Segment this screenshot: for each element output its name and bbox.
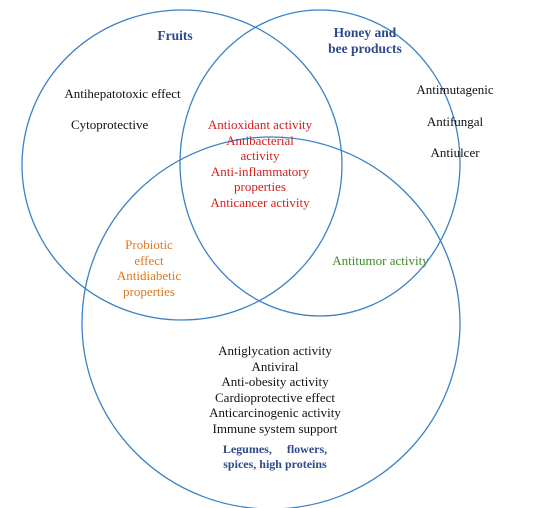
fruits-only-region: Antihepatotoxic effect Cytoprotective	[40, 86, 205, 132]
honey-only-region: Antimutagenic Antifungal Antiulcer	[400, 82, 510, 161]
honey-third-region: Antitumor activity	[332, 253, 429, 268]
region-item: Cytoprotective	[71, 116, 149, 132]
region-item: Immune system support	[212, 420, 338, 436]
region-item: Antiglycation activity	[218, 343, 332, 358]
third-only-region: Antiglycation activity Antiviral Anti-ob…	[200, 343, 350, 436]
region-item: Antifungal	[426, 113, 484, 129]
region-item: Antiulcer	[430, 145, 480, 160]
region-item: Anti-inflammatory	[210, 163, 310, 179]
region-item: Antidiabetic	[116, 268, 182, 283]
region-item: Antibacterial	[226, 132, 294, 148]
region-item: Cardioprotective effect	[215, 389, 335, 405]
third-title-line: Legumes, flowers,	[222, 442, 328, 456]
honey-circle	[179, 9, 461, 317]
region-item: properties	[234, 179, 286, 194]
region-item: activity	[240, 148, 280, 163]
all-three-region: Antioxidant activity Antibacterial activ…	[195, 117, 325, 210]
region-item: Anticancer activity	[210, 194, 310, 210]
fruits-third-region: Probiotic effect Antidiabetic properties	[100, 237, 198, 299]
honey-title-line: bee products	[328, 40, 402, 56]
honey-title-line: Honey and	[333, 25, 397, 40]
third-circle	[81, 136, 461, 508]
honey-title: Honey and bee products	[310, 25, 420, 56]
third-title: Legumes, flowers, spices, high proteins	[205, 442, 345, 472]
fruits-circle	[21, 9, 343, 321]
region-item: Antihepatotoxic effect	[64, 86, 181, 101]
region-item: Antimutagenic	[416, 82, 494, 97]
region-item: properties	[123, 283, 175, 299]
region-item: Probiotic	[125, 237, 173, 252]
region-item: Anticarcinogenic activity	[209, 405, 341, 420]
region-item: effect	[134, 252, 164, 268]
fruits-title: Fruits	[157, 28, 193, 43]
third-title-line: spices, high proteins	[223, 457, 327, 471]
region-item: Anti-obesity activity	[221, 374, 329, 389]
region-item: Antiviral	[251, 358, 299, 374]
region-item: Antioxidant activity	[207, 117, 313, 132]
